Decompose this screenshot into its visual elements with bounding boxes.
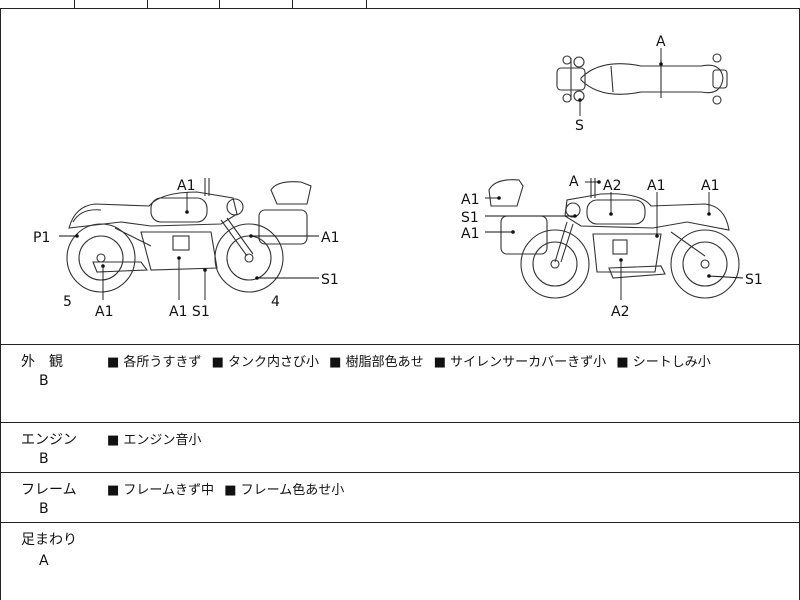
section-notes: フレームきず中 フレーム色あせ小 [107,479,350,498]
note-item: フレーム色あせ小 [224,483,344,498]
label-right-a1-l1: A1 [461,192,479,208]
section-category: エンジン [21,432,77,448]
section-grade: B [39,501,49,517]
section-exterior: 外 観 B 各所うすきず タンク内さび小 樹脂部色あせ サイレンサーカバーきず小… [0,345,800,423]
label-left-a1s1: A1 S1 [169,304,210,320]
label-left-s1-right: S1 [321,272,339,288]
strip-cell [292,0,367,8]
label-left-4: 4 [271,294,280,310]
label-right-a1-top1: A1 [647,178,665,194]
label-left-a1-bottom: A1 [95,304,113,320]
label-top-s: S [575,118,584,134]
strip-cell [74,0,148,8]
section-suspension: 足まわり A [0,523,800,600]
note-item: エンジン音小 [107,433,201,448]
label-right-a1-top2: A1 [701,178,719,194]
left-side-motorcycle [66,178,312,293]
label-right-a1-l2: A1 [461,226,479,242]
section-category: 足まわり [21,532,77,548]
label-left-a1-right: A1 [321,230,339,246]
right-side-motorcycle [488,178,740,299]
motorcycle-damage-diagram: A S A1 P1 A1 S1 5 A1 A1 S1 4 A A2 A1 A1 … [0,8,800,345]
top-table-strip [0,0,800,9]
label-right-a: A [569,174,579,190]
note-item: サイレンサーカバーきず小 [434,355,606,370]
note-item: 各所うすきず [107,355,201,370]
label-left-5: 5 [63,294,72,310]
strip-cell [219,0,293,8]
top-view-motorcycle [556,53,728,105]
label-left-p1: P1 [33,230,50,246]
label-top-a: A [656,34,666,50]
section-category: フレーム [21,482,77,498]
diagram-svg: A S A1 P1 A1 S1 5 A1 A1 S1 4 A A2 A1 A1 … [33,34,763,320]
section-frame: フレーム B フレームきず中 フレーム色あせ小 [0,473,800,523]
section-notes: 各所うすきず タンク内さび小 樹脂部色あせ サイレンサーカバーきず小 シートしみ… [107,351,717,370]
section-notes: エンジン音小 [107,429,207,448]
section-grade: A [39,553,49,569]
label-left-a1-top: A1 [177,178,195,194]
label-right-a2-bottom: A2 [611,304,629,320]
section-grade: B [39,451,49,467]
label-right-s1-r: S1 [745,272,763,288]
section-engine: エンジン B エンジン音小 [0,423,800,473]
note-item: 樹脂部色あせ [329,355,423,370]
label-right-a2-top: A2 [603,178,621,194]
note-item: シートしみ小 [616,355,710,370]
strip-cell [147,0,220,8]
note-item: フレームきず中 [107,483,214,498]
strip-cell [0,0,75,8]
section-grade: B [39,373,49,389]
label-right-s1-l: S1 [461,210,479,226]
note-item: タンク内さび小 [212,355,319,370]
section-category: 外 観 [21,354,63,370]
